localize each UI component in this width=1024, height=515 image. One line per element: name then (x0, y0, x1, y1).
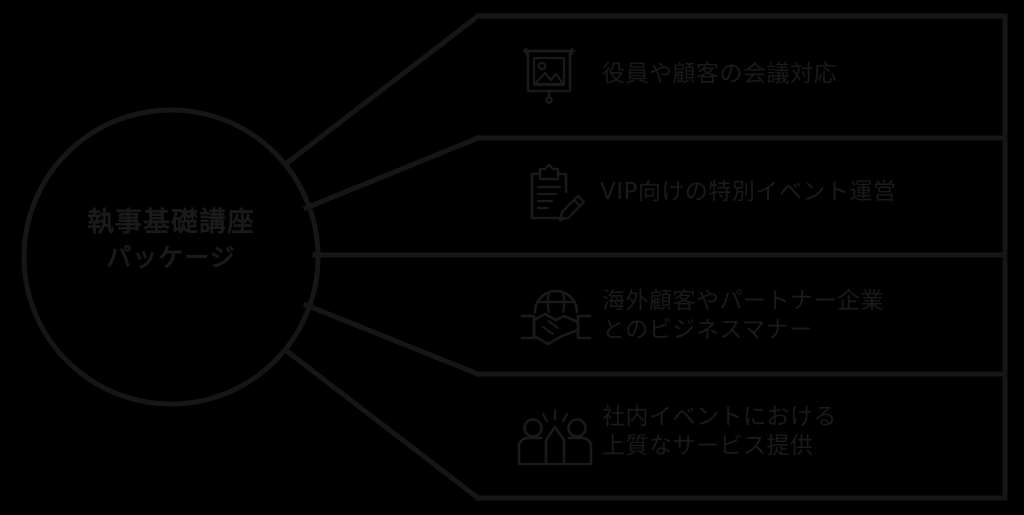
globe-handshake-icon (520, 289, 592, 346)
clipboard-pencil-icon (530, 163, 586, 222)
banner-outline-4 (475, 371, 1008, 501)
center-label-line1: 執事基礎講座 (87, 207, 255, 238)
connector-line-2 (302, 134, 482, 212)
item-label-2: VIP向けの特別イベント運営 (600, 179, 897, 205)
item-label-1: 役員や顧客の会議対応 (602, 61, 837, 87)
center-label-line2: パッケージ (106, 243, 236, 273)
presentation-screen-icon (522, 47, 576, 104)
connector-line-1 (283, 12, 482, 167)
item-label-4: 社内イベントにおける 上質なサービス提供 (602, 404, 837, 459)
connector-line-5 (284, 348, 482, 502)
center-label: 執事基礎講座 パッケージ (24, 205, 318, 275)
item-label-3: 海外顧客やパートナー企業 とのビジネスマナー (602, 288, 884, 343)
people-celebration-icon (517, 408, 593, 466)
connector-line-4 (302, 301, 482, 378)
